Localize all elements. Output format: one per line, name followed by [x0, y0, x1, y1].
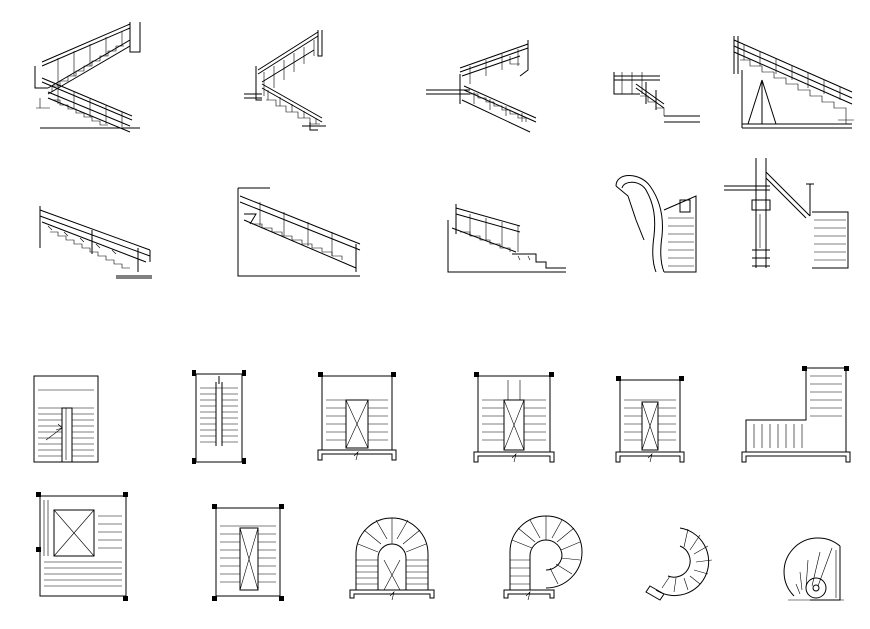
- elevation-dog-leg-double: [34, 22, 141, 133]
- plan-arched-horseshoe: [349, 517, 435, 601]
- plan-half-spiral: [503, 515, 583, 601]
- elevation-curved-curtail: [615, 175, 697, 273]
- plan-triple-flight: [473, 372, 555, 463]
- elevation-straight-with-landing: [447, 204, 566, 273]
- elevation-half-turn-landing: [426, 40, 537, 133]
- plan-quarter-turn-square: [36, 492, 128, 601]
- elevation-straight-stringer: [39, 206, 152, 279]
- plan-dog-leg-narrow: [192, 370, 246, 464]
- plan-well-open: [33, 375, 99, 463]
- elevation-straight-wall-support: [237, 187, 361, 277]
- plan-spiral-open: [645, 527, 713, 601]
- elevation-dog-leg-open: [244, 30, 326, 131]
- plan-dog-leg-wide: [212, 504, 284, 601]
- plan-spiral-quarter: [783, 537, 844, 601]
- plan-l-shape: [741, 366, 851, 463]
- elevation-inclined-truss: [733, 36, 854, 129]
- elevation-short-flight-landing: [613, 72, 700, 123]
- plan-dog-leg-cross: [317, 372, 397, 461]
- elevation-newel-section: [724, 158, 849, 269]
- plan-dog-leg-small: [615, 376, 685, 463]
